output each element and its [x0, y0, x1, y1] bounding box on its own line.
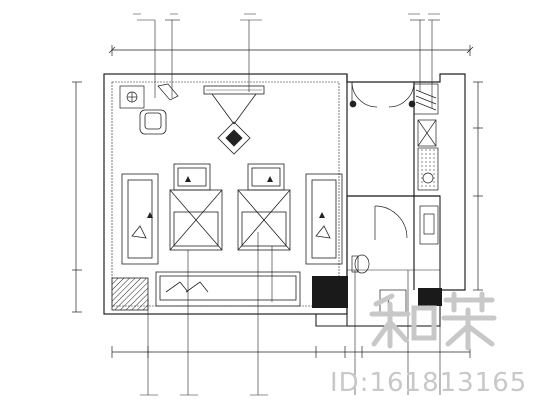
- bed-left: [169, 189, 223, 251]
- sofa-right: [305, 173, 343, 265]
- top-leader-lines: [137, 19, 440, 108]
- watermark-logo: [369, 291, 497, 351]
- entry-door: [349, 81, 416, 108]
- sofa-left: [121, 173, 159, 265]
- top-dimension-line: [108, 45, 474, 56]
- watermark-id: ID:161813165: [330, 368, 528, 398]
- bathroom-door: [374, 205, 408, 240]
- coffee-table: [217, 121, 251, 155]
- left-dimension-line: [72, 81, 82, 313]
- bottom-wall-jog: [104, 313, 347, 327]
- minibar: [417, 147, 439, 191]
- column-hatched: [111, 277, 149, 311]
- column-solid-bath: [418, 288, 442, 306]
- nightstand-left: [173, 163, 211, 191]
- leader-arrows: [147, 176, 325, 218]
- sofa-bottom: [155, 271, 301, 307]
- armchair: [139, 109, 167, 135]
- column-solid: [312, 276, 348, 308]
- tv-cabinet: [203, 85, 265, 125]
- nightstand-right: [247, 163, 285, 191]
- right-dimension-line: [473, 81, 483, 291]
- bed-right: [237, 189, 291, 251]
- desk-with-lamp: [119, 83, 179, 109]
- east-wing-walls: [346, 73, 466, 291]
- wardrobe: [413, 83, 439, 147]
